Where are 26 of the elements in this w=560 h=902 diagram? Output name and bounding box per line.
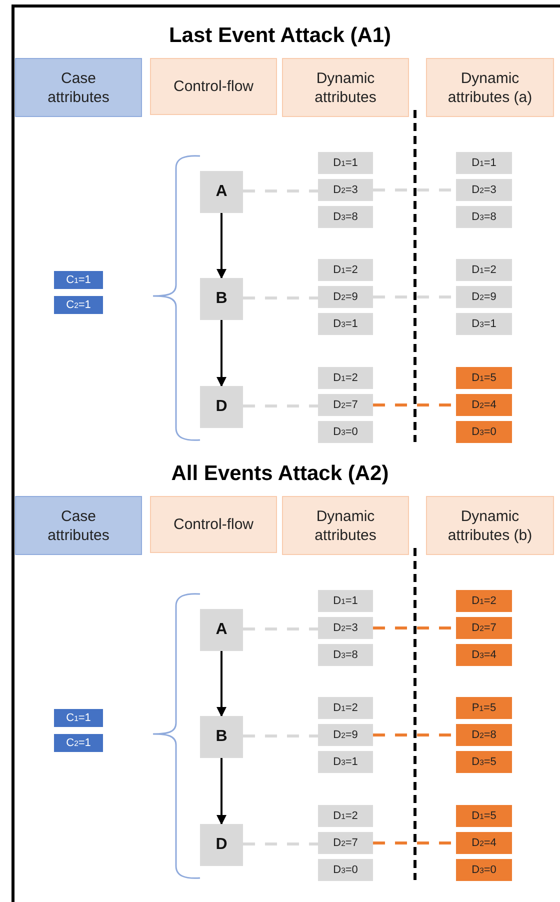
activity-box: D xyxy=(200,824,243,866)
activity-box: B xyxy=(200,278,243,320)
dashed-connector xyxy=(243,190,318,192)
column-header: Case attributes xyxy=(15,496,142,555)
column-header: Dynamic attributes xyxy=(282,58,409,117)
dashed-connector xyxy=(243,734,318,738)
arrow xyxy=(216,758,226,825)
dashed-connector xyxy=(243,628,318,630)
column-header: Dynamic attributes xyxy=(282,496,409,555)
column-header: Dynamic attributes (a) xyxy=(426,58,554,117)
dashed-connector xyxy=(243,842,318,846)
activity-box: D xyxy=(200,386,243,428)
panel-title: Last Event Attack (A1) xyxy=(168,24,392,48)
column-header: Control-flow xyxy=(150,58,277,115)
panel-title: All Events Attack (A2) xyxy=(170,462,390,486)
dashed-connector xyxy=(243,296,318,300)
activity-box: A xyxy=(200,609,243,651)
activity-box: A xyxy=(200,171,243,213)
dashed-connector xyxy=(243,404,318,408)
activity-box: B xyxy=(200,716,243,758)
column-header: Control-flow xyxy=(150,496,277,553)
arrow xyxy=(216,651,226,717)
arrow xyxy=(216,213,226,279)
column-header: Dynamic attributes (b) xyxy=(426,496,554,555)
arrow xyxy=(216,320,226,387)
column-header: Case attributes xyxy=(15,58,142,117)
